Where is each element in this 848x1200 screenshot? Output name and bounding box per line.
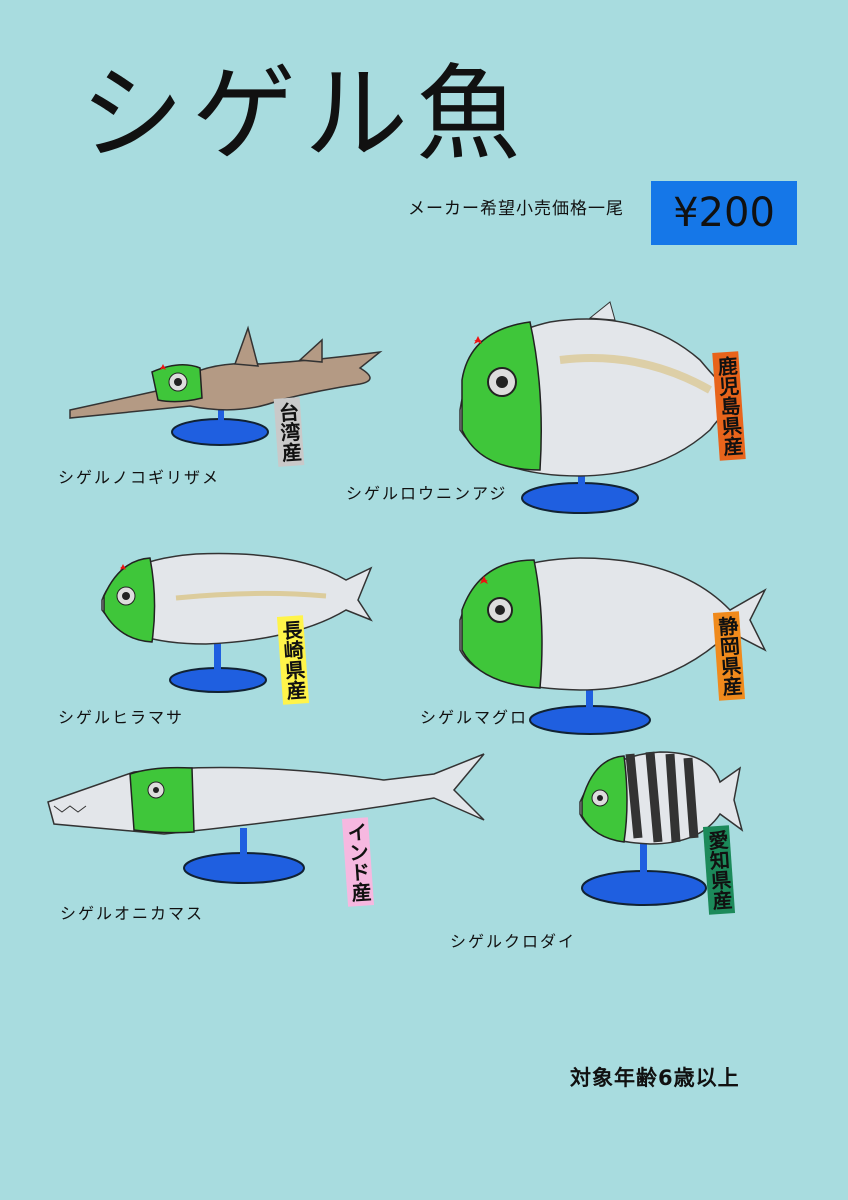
fish-name-barracuda: シゲルオニカマス xyxy=(60,904,205,923)
black-seabream-illustration xyxy=(579,751,744,906)
tuna-illustration xyxy=(459,557,767,735)
fish-name-giant-trevally: シゲルロウニンアジ xyxy=(346,484,508,503)
fish-name-black-seabream: シゲルクロダイ xyxy=(450,932,577,951)
fish-figure-amberjack xyxy=(96,540,376,700)
fish-figure-barracuda xyxy=(44,750,485,890)
fish-name-amberjack: シゲルヒラマサ xyxy=(58,708,185,727)
fish-figure-sawshark xyxy=(60,320,390,450)
barracuda-illustration xyxy=(47,753,485,884)
page-title: シゲル魚 xyxy=(80,53,529,175)
age-recommendation: 対象年齢6歳以上 xyxy=(570,1066,740,1090)
sawshark-illustration xyxy=(69,325,383,446)
amberjack-illustration xyxy=(101,552,373,693)
fish-name-tuna: シゲルマグロ xyxy=(420,708,529,727)
fish-figure-black-seabream xyxy=(570,742,750,912)
price-badge: ¥200 xyxy=(651,181,797,245)
price-subtitle: メーカー希望小売価格一尾 xyxy=(408,199,624,219)
fish-name-sawshark: シゲルノコギリザメ xyxy=(58,468,221,487)
giant-trevally-illustration xyxy=(459,301,742,514)
origin-tag-sawshark: 台湾産 xyxy=(273,397,305,467)
fish-figure-giant-trevally xyxy=(440,300,760,520)
fish-figure-tuna xyxy=(450,540,770,740)
